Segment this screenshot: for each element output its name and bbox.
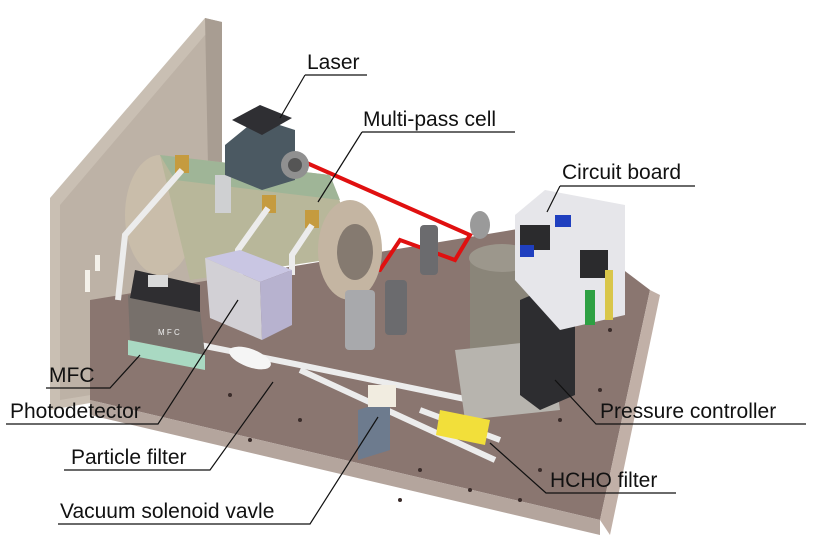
leader-lines [6, 74, 806, 525]
label-pressure-controller: Pressure controller [600, 400, 777, 423]
label-multipass-cell: Multi-pass cell [363, 108, 497, 131]
label-photodetector: Photodetector [10, 400, 141, 423]
particle-filter [229, 346, 271, 370]
svg-text:M F C: M F C [158, 328, 180, 337]
vacuum-solenoid-valve [358, 385, 396, 460]
label-circuit-board: Circuit board [562, 161, 682, 184]
laser-module [225, 105, 309, 190]
label-laser: Laser [307, 51, 360, 74]
label-hcho-filter: HCHO filter [550, 469, 658, 492]
label-vacuum-solenoid-valve: Vacuum solenoid vavle [60, 500, 275, 523]
label-mfc: MFC [49, 364, 95, 387]
mfc: M F C [128, 270, 205, 370]
optic-mounts [345, 211, 490, 350]
circuit-board [515, 190, 625, 330]
hcho-filter [436, 410, 490, 445]
label-particle-filter: Particle filter [71, 446, 187, 469]
photodetector [205, 250, 292, 340]
